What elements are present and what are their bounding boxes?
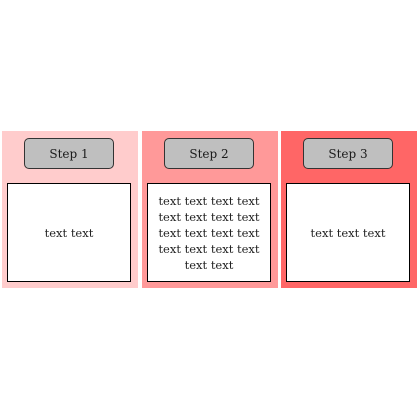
step-3-content-box: text text text — [286, 183, 410, 282]
step-3-text: text text text — [310, 225, 386, 240]
step-1-text: text text — [44, 225, 94, 240]
step-1-label: Step 1 — [49, 146, 89, 161]
step-2-label-box: Step 2 — [164, 138, 254, 169]
step-2-text: text text text text text text text text … — [158, 193, 260, 272]
step-3-panel: Step 3 text text text — [281, 131, 417, 288]
step-3-label: Step 3 — [328, 146, 368, 161]
step-1-label-box: Step 1 — [24, 138, 114, 169]
step-2-panel: Step 2 text text text text text text tex… — [142, 131, 278, 288]
step-3-label-box: Step 3 — [303, 138, 393, 169]
step-1-panel: Step 1 text text — [2, 131, 138, 288]
step-2-content-box: text text text text text text text text … — [147, 183, 271, 282]
step-2-label: Step 2 — [189, 146, 229, 161]
step-1-content-box: text text — [7, 183, 131, 282]
